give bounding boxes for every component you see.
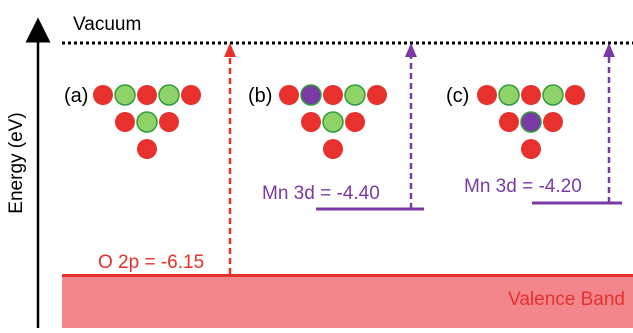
oxygen-atom xyxy=(521,85,541,105)
oxygen-atom xyxy=(543,112,563,132)
oxygen-atom xyxy=(367,85,387,105)
manganese-atom xyxy=(520,111,542,133)
o2p-level-label: O 2p = -6.15 xyxy=(98,252,204,273)
oxygen-atom xyxy=(565,85,585,105)
valence-band xyxy=(62,274,633,328)
energy-axis-label: Energy (eV) xyxy=(6,112,27,213)
oxygen-atom xyxy=(115,112,135,132)
structure-a-label: (a) xyxy=(64,85,88,107)
oxygen-atom xyxy=(279,85,299,105)
oxygen-atom xyxy=(345,112,365,132)
metal-atom xyxy=(114,84,136,106)
oxygen-atom xyxy=(323,139,343,159)
structure-b-label: (b) xyxy=(248,85,272,107)
structure-c-label: (c) xyxy=(446,85,469,107)
metal-atom xyxy=(344,84,366,106)
valence-band-label: Valence Band xyxy=(508,289,625,310)
oxygen-atom xyxy=(301,112,321,132)
oxygen-atom xyxy=(323,85,343,105)
oxygen-atom xyxy=(181,85,201,105)
metal-atom xyxy=(136,111,158,133)
oxygen-atom xyxy=(521,139,541,159)
o2p-arrow xyxy=(224,43,236,274)
mn3d-c-level-label: Mn 3d = -4.20 xyxy=(464,176,582,197)
oxygen-atom xyxy=(93,85,113,105)
oxygen-atom xyxy=(137,139,157,159)
metal-atom xyxy=(158,84,180,106)
manganese-atom xyxy=(300,84,322,106)
metal-atom xyxy=(498,84,520,106)
vacuum-label: Vacuum xyxy=(73,14,141,35)
mn3d-b-level-label: Mn 3d = -4.40 xyxy=(262,183,380,204)
atom-clusters xyxy=(93,84,585,159)
oxygen-atom xyxy=(137,85,157,105)
oxygen-atom xyxy=(499,112,519,132)
metal-atom xyxy=(322,111,344,133)
mn3d-b-arrow xyxy=(405,43,417,209)
oxygen-atom xyxy=(159,112,179,132)
metal-atom xyxy=(542,84,564,106)
mn3d-c-arrow xyxy=(603,43,615,203)
oxygen-atom xyxy=(477,85,497,105)
